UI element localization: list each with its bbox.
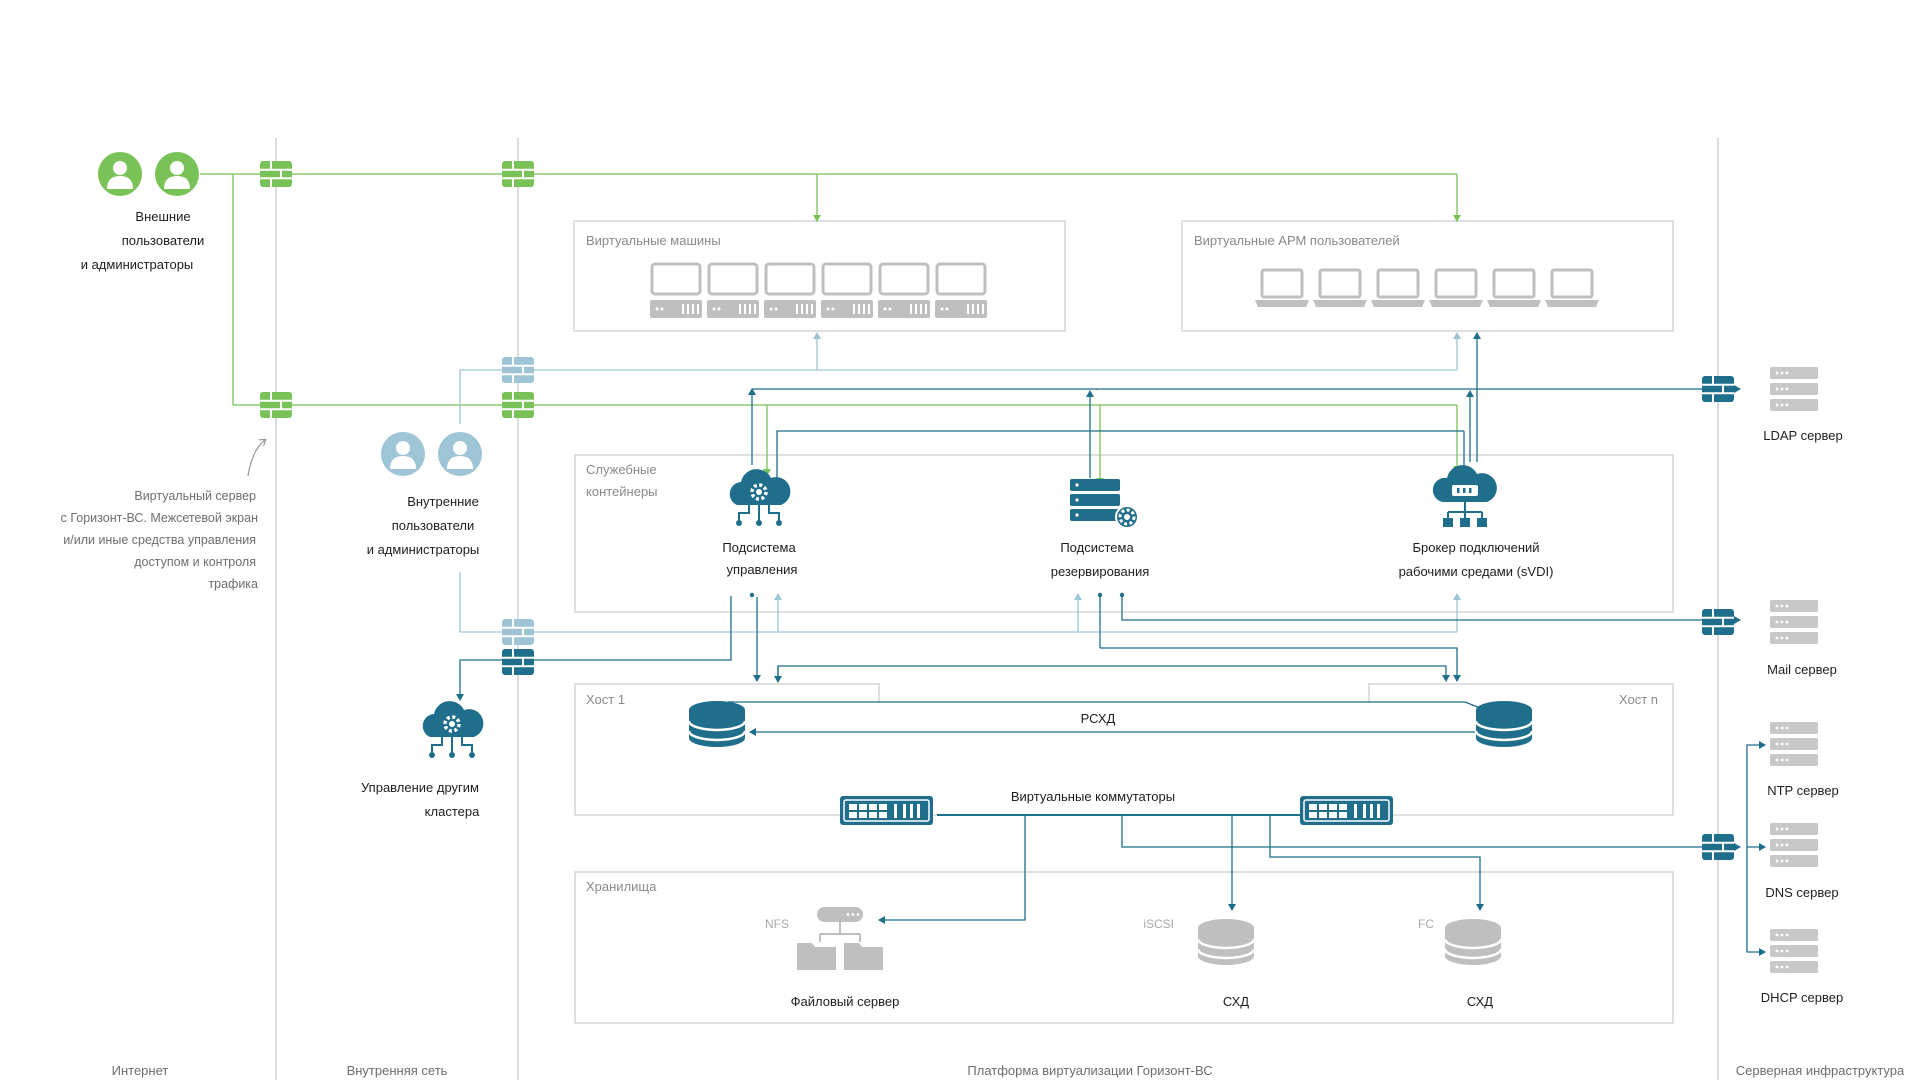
laptop-icon	[1485, 268, 1543, 309]
laptop-icon	[1369, 268, 1427, 309]
laptop-icon	[1543, 268, 1601, 309]
rack-server-icon	[1770, 600, 1818, 644]
server-tower-icon	[648, 262, 704, 320]
note-line: доступом и контроля	[134, 555, 256, 569]
nfs-label: NFS	[765, 917, 789, 931]
user-icon	[98, 152, 142, 196]
zone-separators	[275, 138, 1719, 1080]
broker-label: Брокер подключений	[1412, 540, 1539, 555]
arm-box-title: Виртуальные АРМ пользователей	[1194, 233, 1400, 248]
firewall-icon	[1701, 608, 1735, 636]
cloud-network-icon	[1432, 465, 1497, 527]
server-tower-icon	[705, 262, 761, 320]
green-links	[200, 173, 1461, 485]
fc-label: FC	[1418, 917, 1434, 931]
server-tower-icon	[762, 262, 818, 320]
dhcp-label: DHCP сервер	[1761, 990, 1843, 1005]
switch-icon	[840, 796, 933, 825]
laptop-icon	[1253, 268, 1311, 309]
iscsi-label: iSCSI	[1143, 917, 1174, 931]
rack-server-icon	[1770, 823, 1818, 867]
switch-icon	[1300, 796, 1393, 825]
database-icon	[1474, 699, 1534, 749]
rack-server-icon	[1770, 929, 1818, 973]
host1-title: Хост 1	[586, 692, 625, 707]
cloud-gear-icon	[727, 467, 793, 528]
external-users-label: и администраторы	[81, 257, 194, 272]
light-blue-links	[459, 332, 1461, 633]
fc-storage-label: СХД	[1467, 994, 1493, 1009]
database-icon	[1196, 917, 1256, 967]
firewall-icon	[1701, 375, 1735, 403]
zone-internet: Интернет	[112, 1063, 169, 1078]
mgmt-label: управления	[727, 562, 798, 577]
containers-title-2: контейнеры	[586, 484, 658, 499]
firewall-icon	[501, 391, 535, 419]
zone-internal: Внутренняя сеть	[347, 1063, 448, 1078]
connection-dots	[749, 592, 1125, 598]
firewall-icon	[1701, 833, 1735, 861]
dns-label: DNS сервер	[1765, 885, 1838, 900]
ldap-label: LDAP сервер	[1763, 428, 1843, 443]
broker-label: рабочими средами (sVDI)	[1399, 564, 1554, 579]
server-tower-icon	[933, 262, 989, 320]
hostn-title: Хост n	[1619, 692, 1658, 707]
iscsi-storage-label: СХД	[1223, 994, 1249, 1009]
rsxd-label: РСХД	[1081, 711, 1116, 726]
backup-label: резервирования	[1051, 564, 1150, 579]
vm-icons	[648, 262, 989, 320]
file-server-icon	[797, 907, 883, 970]
database-icon	[1443, 917, 1503, 967]
internal-users-label: пользователи	[392, 518, 475, 533]
arm-icons	[1253, 268, 1601, 309]
firewall-icon	[501, 356, 535, 384]
laptop-icon	[1311, 268, 1369, 309]
firewall-icon	[501, 648, 535, 676]
storage-title: Хранилища	[586, 879, 657, 894]
user-icon	[155, 152, 199, 196]
note-line: с Горизонт-ВС. Межсетевой экран	[61, 511, 258, 525]
rack-server-icon	[1770, 722, 1818, 766]
cloud-gear-icon	[420, 699, 486, 760]
teal-links	[456, 332, 1766, 956]
cluster-mgmt-label: кластера	[425, 804, 480, 819]
internal-users-label: Внутренние	[407, 494, 479, 509]
zone-platform: Платформа виртуализации Горизонт-ВС	[967, 1063, 1212, 1078]
firewall-icon	[501, 618, 535, 646]
database-icon	[687, 699, 747, 749]
backup-label: Подсистема	[1060, 540, 1134, 555]
switches-label: Виртуальные коммутаторы	[1011, 789, 1175, 804]
user-icon	[438, 432, 482, 476]
mgmt-label: Подсистема	[722, 540, 796, 555]
ntp-label: NTP сервер	[1767, 783, 1839, 798]
user-icon	[381, 432, 425, 476]
storage-box	[574, 871, 1674, 1024]
zone-servers: Серверная инфраструктура	[1736, 1063, 1905, 1078]
cluster-mgmt-label: Управление другим	[361, 780, 479, 795]
note-arrow	[247, 440, 265, 477]
rack-server-icon	[1770, 367, 1818, 411]
external-users-label: Внешние	[135, 209, 190, 224]
server-tower-icon	[819, 262, 875, 320]
containers-title-1: Служебные	[586, 462, 657, 477]
note-line: и/или иные средства управления	[63, 533, 256, 547]
containers-box	[574, 454, 1674, 613]
firewall-icon	[259, 160, 293, 188]
firewall-icon	[501, 160, 535, 188]
arm-box	[1181, 220, 1674, 332]
mail-label: Mail сервер	[1767, 662, 1837, 677]
note-line: трафика	[208, 577, 258, 591]
external-users-label: пользователи	[122, 233, 205, 248]
note-line: Виртуальный сервер	[134, 489, 256, 503]
internal-users-label: и администраторы	[367, 542, 480, 557]
server-gear-icon	[1070, 479, 1139, 529]
server-tower-icon	[876, 262, 932, 320]
firewall-icon	[259, 391, 293, 419]
file-server-label: Файловый сервер	[791, 994, 900, 1009]
laptop-icon	[1427, 268, 1485, 309]
vm-box-title: Виртуальные машины	[586, 233, 721, 248]
